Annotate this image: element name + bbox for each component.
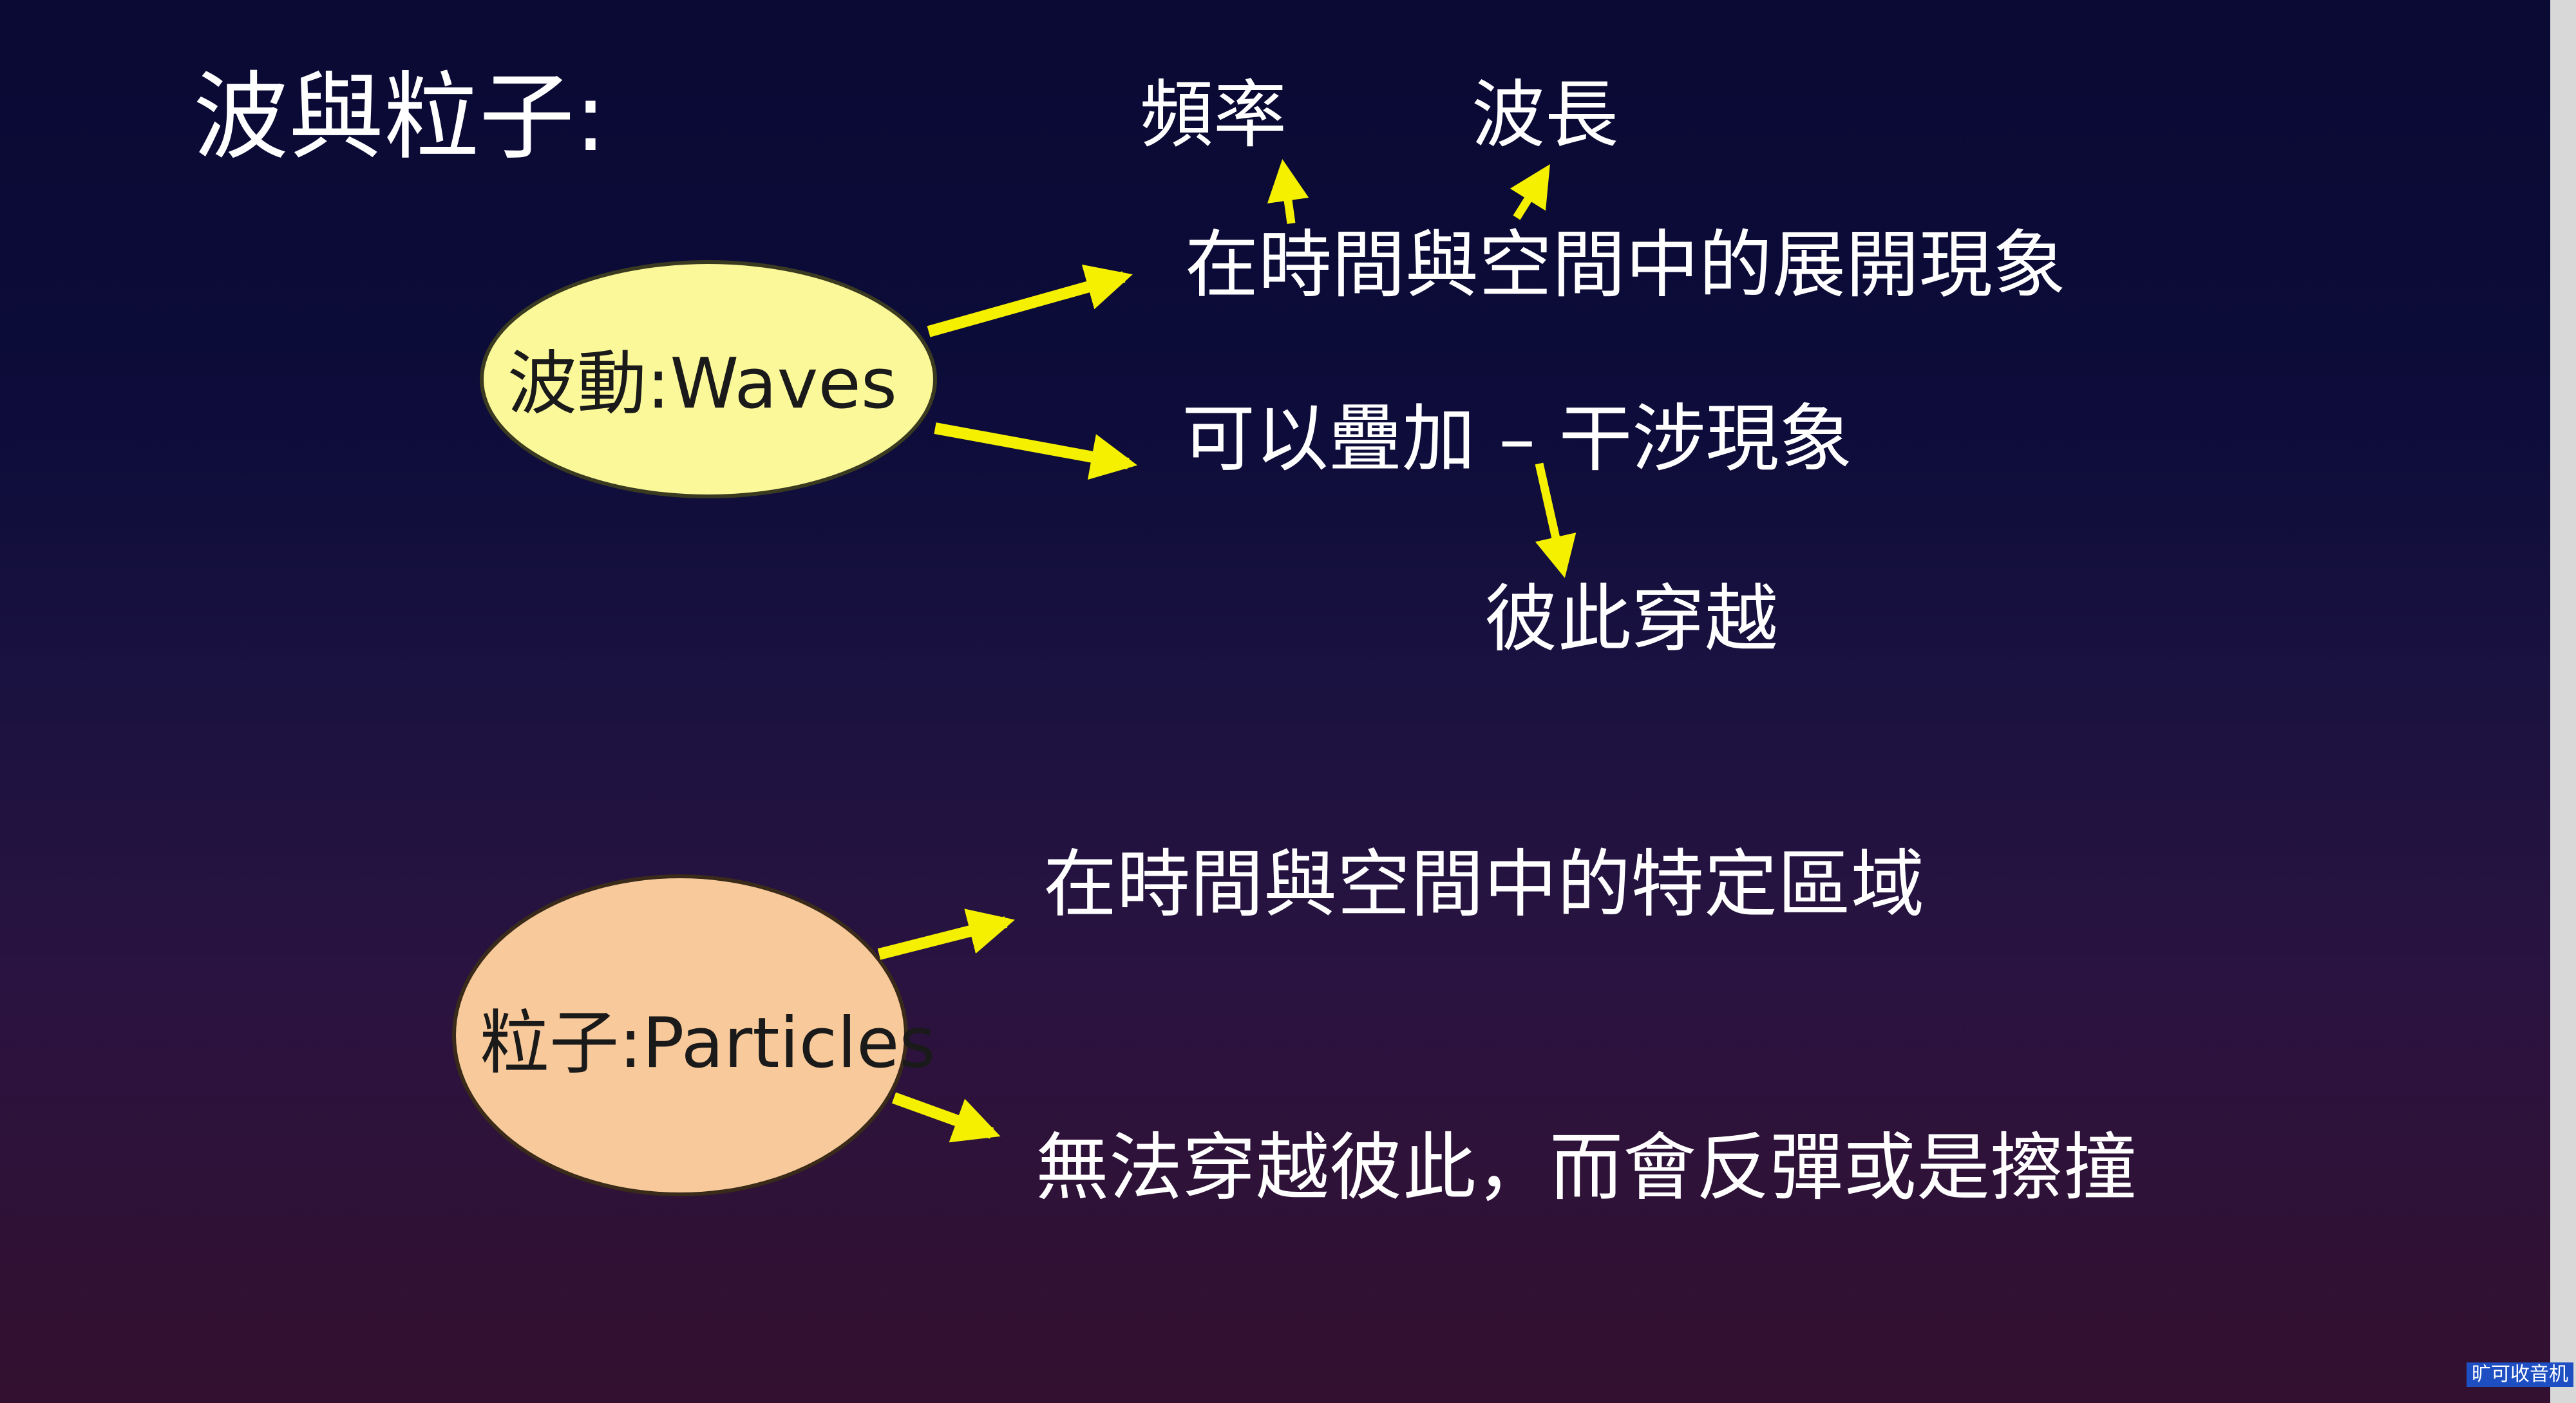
particle-collide-text: 無法穿越彼此，而會反彈或是擦撞 — [1036, 1125, 2137, 1210]
arrow-waves-to-superpose — [934, 422, 1138, 480]
wave-superpose-text: 可以疊加 – 干涉現象 — [1182, 396, 1853, 482]
frequency-label: 頻率 — [1140, 72, 1287, 158]
watermark-logo: 旷可收音机 — [2467, 1362, 2573, 1387]
slide-title: 波與粒子: — [193, 62, 607, 173]
waves-ellipse — [480, 260, 937, 498]
arrow-to-wavelength — [1510, 164, 1550, 220]
arrow-to-pass-through — [1535, 462, 1577, 578]
wavelength-label: 波長 — [1472, 72, 1619, 158]
arrow-particles-to-localized — [877, 909, 1015, 960]
right-edge-bar — [2550, 0, 2576, 1403]
arrow-to-frequency — [1267, 159, 1309, 224]
particle-localized-text: 在時間與空間中的特定區域 — [1043, 842, 1925, 927]
waves-label: 波動:Waves — [507, 344, 898, 424]
wave-pass-through-text: 彼此穿越 — [1484, 576, 1779, 662]
wave-spread-text: 在時間與空間中的展開現象 — [1185, 222, 2067, 308]
particles-ellipse — [452, 874, 908, 1196]
arrow-waves-to-spread — [927, 264, 1133, 337]
arrow-particles-to-collide — [891, 1092, 1001, 1143]
particles-label: 粒子:Particles — [480, 1003, 936, 1084]
